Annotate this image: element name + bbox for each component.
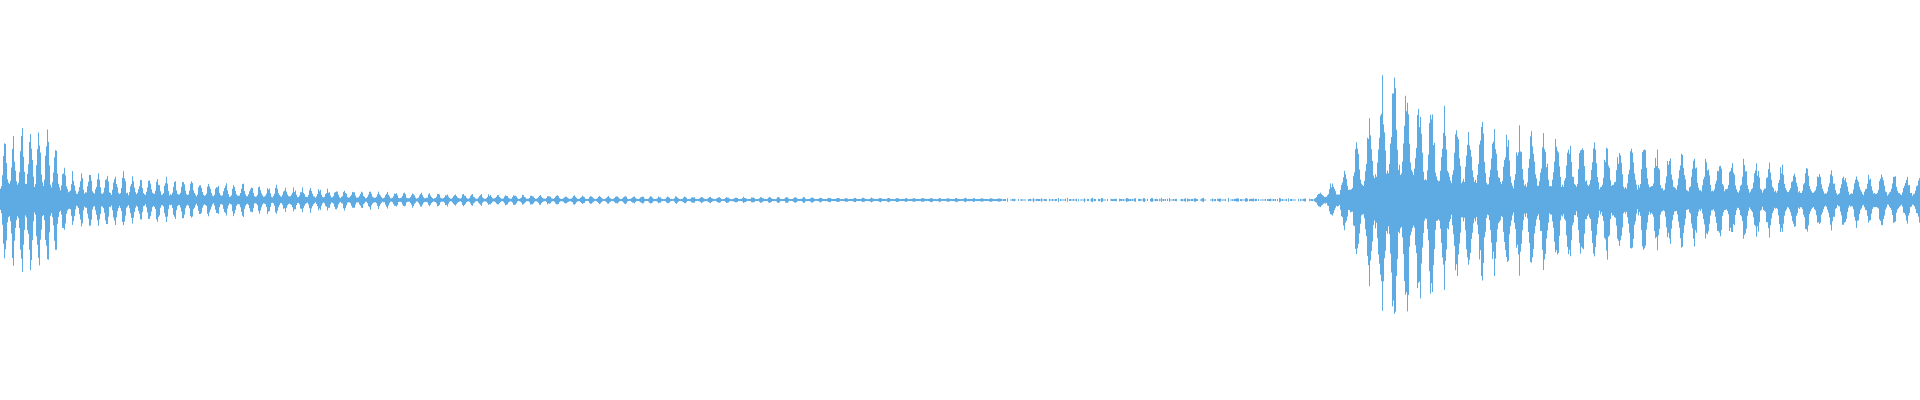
- waveform-bars: [0, 75, 1920, 314]
- waveform-path: [0, 75, 1920, 314]
